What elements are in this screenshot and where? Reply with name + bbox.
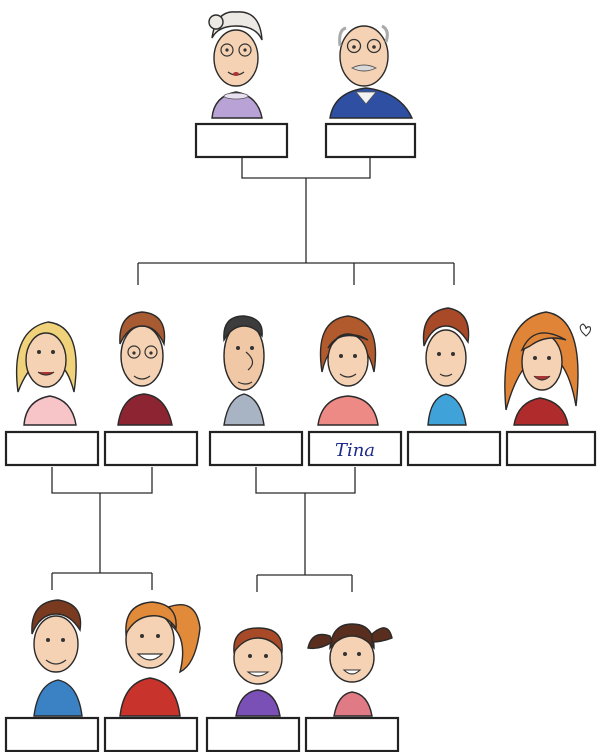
name-box-boy-older[interactable] xyxy=(4,716,100,752)
middle-couple-line xyxy=(255,467,356,494)
boy-small-portrait xyxy=(233,627,283,717)
aunt-blonde-portrait xyxy=(15,321,77,426)
heart-icon xyxy=(579,323,592,337)
grandparents-couple-line xyxy=(241,157,371,179)
name-box-boy-small[interactable] xyxy=(205,716,301,752)
generation-2-boxes: Tina xyxy=(4,430,597,467)
generation-1-boxes xyxy=(194,122,417,159)
name-box-girl-pigtails[interactable] xyxy=(304,716,400,752)
name-box-grandmother[interactable] xyxy=(194,122,289,159)
generation-3-boxes xyxy=(4,716,400,752)
grandfather-portrait xyxy=(329,24,414,119)
boy-older-portrait xyxy=(31,599,83,717)
name-text-woman-tina: Tina xyxy=(335,440,375,461)
connector-lines xyxy=(51,157,455,592)
name-box-young-man[interactable] xyxy=(406,430,502,467)
girl-pigtails-portrait xyxy=(307,623,393,717)
man-grey-portrait xyxy=(223,315,265,426)
left-couple-line xyxy=(51,467,153,494)
young-woman-portrait xyxy=(504,311,592,426)
name-box-man-grey[interactable] xyxy=(208,430,304,467)
name-box-uncle-glasses[interactable] xyxy=(103,430,199,467)
uncle-glasses-portrait xyxy=(117,311,173,426)
name-box-young-woman[interactable] xyxy=(505,430,597,467)
name-box-woman-tina[interactable] xyxy=(307,430,403,467)
name-box-aunt-blonde[interactable] xyxy=(4,430,100,467)
young-man-portrait xyxy=(422,307,470,426)
name-box-grandfather[interactable] xyxy=(324,122,417,159)
grandmother-portrait xyxy=(208,11,263,119)
girl-ponytail-portrait xyxy=(119,601,201,717)
woman-tina-portrait xyxy=(317,315,379,426)
name-box-girl-ponytail[interactable] xyxy=(103,716,199,752)
